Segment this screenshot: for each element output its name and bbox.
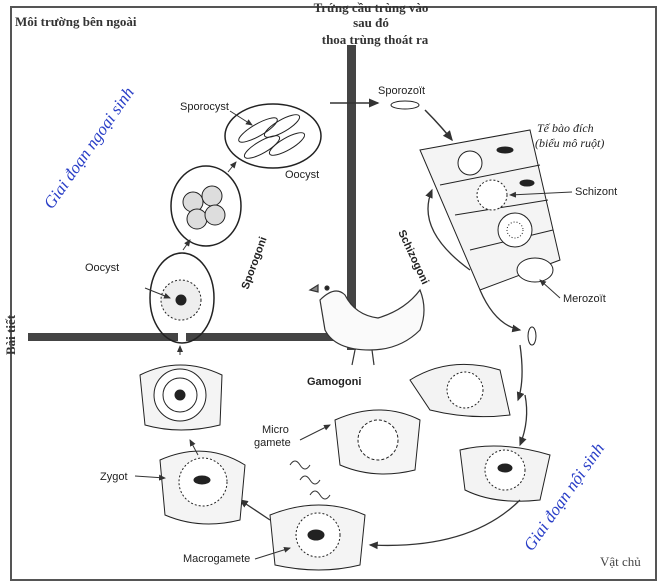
merozoit-cell — [527, 326, 537, 346]
external-stage-label: Giai đoạn ngoại sinh — [40, 83, 138, 212]
excretion-label: Bài tiết — [3, 314, 18, 355]
intestinal-epithelium — [419, 129, 561, 291]
top-caption-line3: thoa trùng thoát ra — [322, 32, 429, 47]
oocyst-cell — [149, 252, 215, 344]
oocyst-top-label: Oocyst — [285, 169, 319, 181]
macrogamete-cell — [269, 504, 366, 571]
host-cell-right-upper — [409, 363, 511, 418]
top-caption-line1: Trứng cầu trùng vào — [314, 0, 429, 15]
merozoit-label: Merozoït — [563, 293, 606, 305]
host-label: Vật chủ — [600, 554, 641, 569]
schizont-label: Schizont — [575, 186, 617, 198]
sporulating-oocyst — [170, 165, 242, 247]
macrogamete-label: Macrogamete — [183, 553, 250, 565]
sporozoit-label: Sporozoït — [378, 85, 425, 97]
oocyst-left-label: Oocyst — [85, 262, 119, 274]
outside-environment-label: Môi trường bên ngoài — [15, 14, 137, 29]
microgamete-label-line1: Micro — [262, 424, 289, 436]
microgamete-label-line2: gamete — [254, 437, 291, 449]
chicken-illustration — [308, 283, 425, 366]
target-cell-sublabel: (biểu mô ruột) — [535, 136, 604, 150]
gamogoni-label: Gamogoni — [307, 376, 361, 388]
schizogoni-label: Schizogoni — [395, 228, 431, 286]
target-cell-label: Tế bào đích — [537, 121, 594, 135]
sporocyst-label: Sporocyst — [180, 101, 229, 113]
outer-frame — [10, 6, 657, 581]
mature-oocyst — [224, 103, 322, 169]
microgamete-cell — [334, 409, 421, 475]
top-caption-line2: sau đó — [353, 15, 389, 30]
environment-divider — [28, 45, 356, 350]
sporozoit-cell — [390, 100, 420, 110]
sporogoni-label: Sporogoni — [240, 235, 270, 291]
oocyst-in-host-cell — [139, 364, 223, 431]
microgametes — [289, 460, 331, 500]
host-cell-right-lower — [459, 445, 551, 502]
zygot-label: Zygot — [100, 471, 128, 483]
zygote-cell — [159, 450, 246, 525]
